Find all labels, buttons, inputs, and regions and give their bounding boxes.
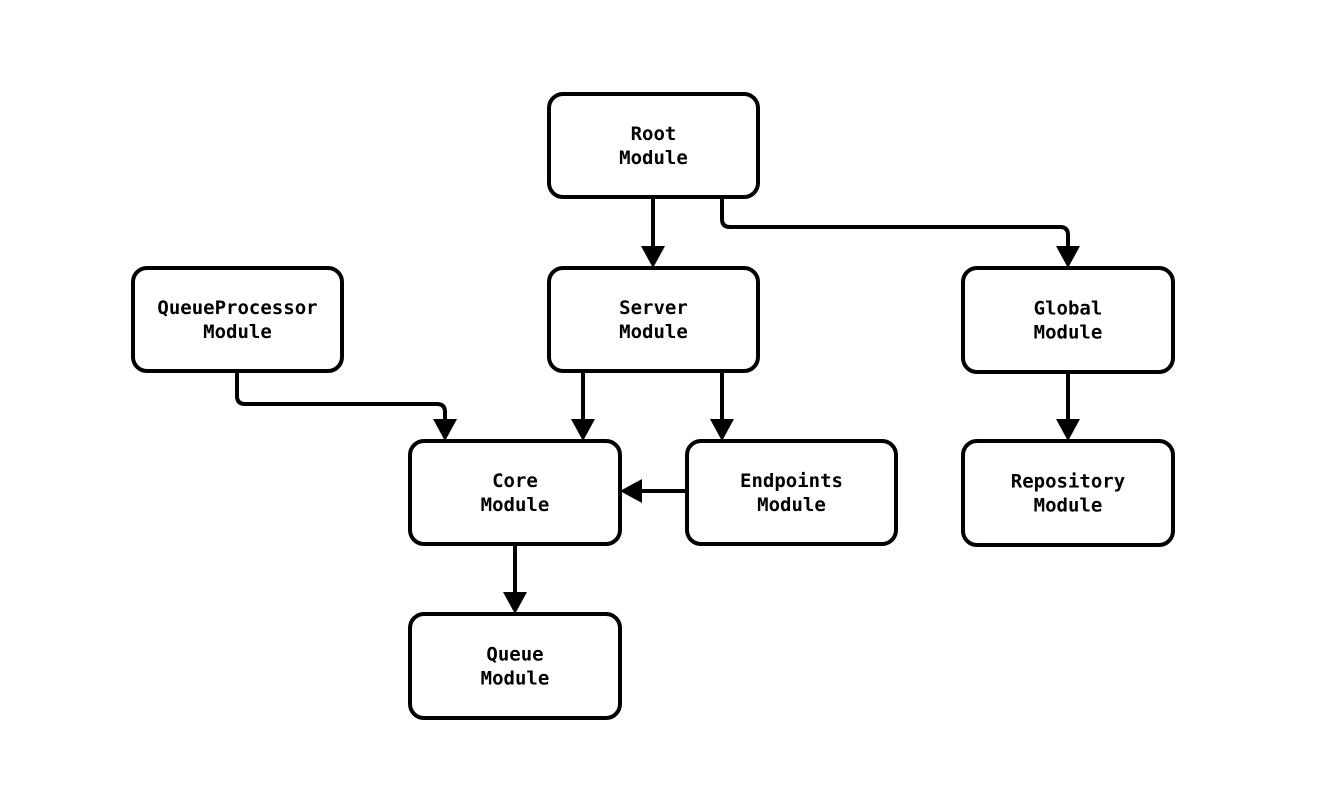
nodes-layer: RootModuleQueueProcessorModuleServerModu… [131, 92, 1175, 720]
node-label-line2: Module [619, 321, 688, 343]
node-label-line1: Queue [486, 644, 543, 666]
edge-line [235, 371, 447, 426]
node-box[interactable] [547, 266, 760, 373]
node-label-line1: Server [619, 297, 688, 319]
node-box[interactable] [961, 439, 1175, 547]
edge-line [720, 197, 1070, 253]
arrowhead-icon [1056, 419, 1080, 441]
arrowhead-icon [641, 246, 665, 268]
edge-global-to-repository [1056, 372, 1080, 441]
node-box[interactable] [685, 439, 898, 546]
edges-layer [235, 197, 1080, 614]
node-label-line1: QueueProcessor [157, 297, 317, 319]
edge-root-to-global [720, 197, 1080, 268]
arrowhead-icon [1056, 246, 1080, 268]
node-label-line2: Module [203, 321, 272, 343]
node-label-line1: Global [1034, 298, 1103, 320]
node-label-line1: Root [631, 123, 677, 145]
node-box[interactable] [131, 266, 344, 373]
node-box[interactable] [547, 92, 760, 199]
node-label-line1: Endpoints [740, 470, 843, 492]
arrowhead-icon [503, 592, 527, 614]
edge-core-to-queue [503, 544, 527, 614]
node-box[interactable] [408, 439, 622, 546]
node-box[interactable] [408, 612, 622, 720]
edge-queueprocessor-to-core [235, 371, 457, 441]
arrowhead-icon [571, 419, 595, 441]
edge-server-to-endpoints [710, 371, 734, 441]
edge-root-to-server [641, 197, 665, 268]
arrowhead-icon [710, 419, 734, 441]
edge-endpoints-to-core [620, 479, 687, 503]
node-label-line2: Module [481, 494, 550, 516]
node-label-line2: Module [481, 668, 550, 690]
arrowhead-icon [433, 419, 457, 441]
node-label-line1: Core [492, 470, 538, 492]
edge-server-to-core [571, 371, 595, 441]
node-label-line2: Module [619, 147, 688, 169]
node-label-line2: Module [1034, 322, 1103, 344]
node-label-line2: Module [1034, 495, 1103, 517]
node-box[interactable] [961, 266, 1175, 374]
node-label-line2: Module [757, 494, 826, 516]
node-label-line1: Repository [1011, 471, 1125, 493]
arrowhead-icon [620, 479, 642, 503]
